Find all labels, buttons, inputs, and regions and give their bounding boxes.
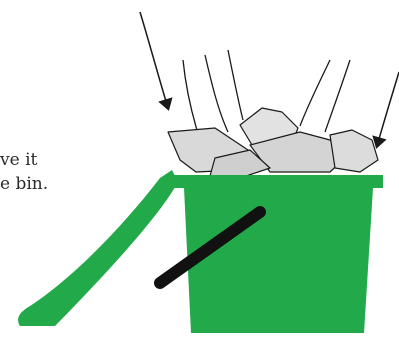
drop-arrow-right-icon <box>377 72 399 146</box>
drop-arrow-left-icon <box>140 12 168 108</box>
bin-lid <box>18 170 178 326</box>
paper-scraps-icon <box>168 108 378 178</box>
